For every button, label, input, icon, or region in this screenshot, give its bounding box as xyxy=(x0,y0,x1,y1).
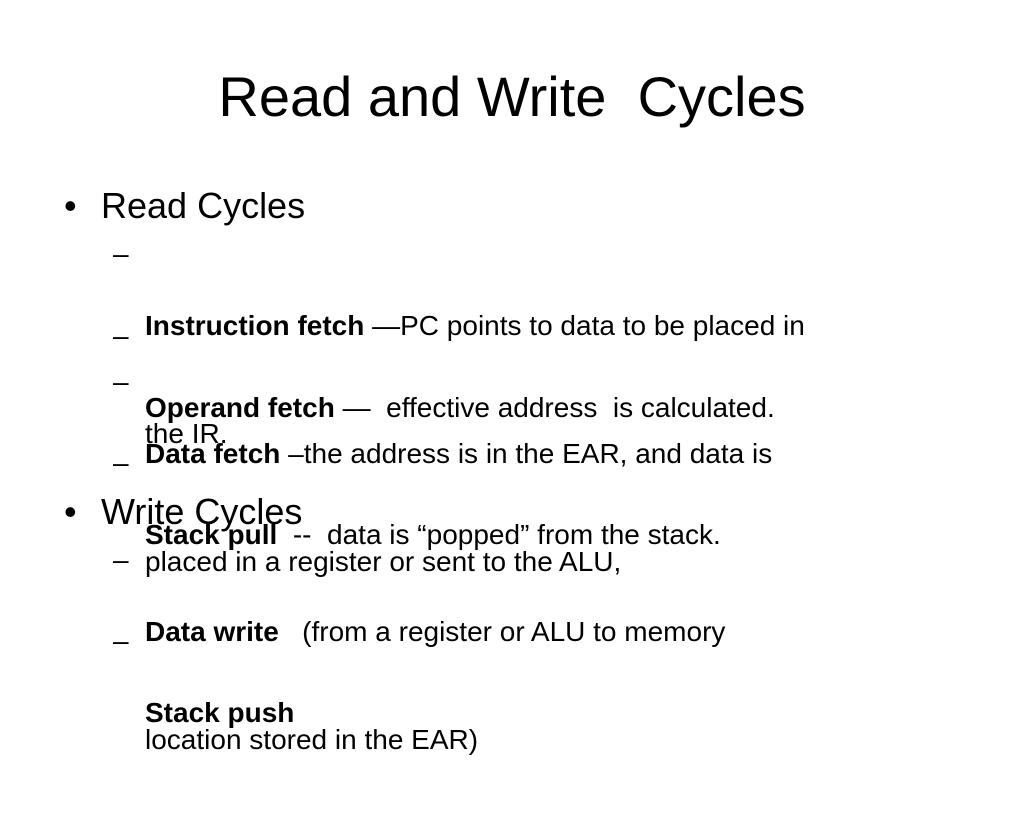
description-continued: location stored in the EAR) xyxy=(145,724,479,755)
bullet-icon: • xyxy=(64,185,77,226)
description: — effective address is calculated. xyxy=(334,392,775,423)
bullet-read-cycles: • Read Cycles xyxy=(64,185,305,346)
dash-icon: – xyxy=(113,366,129,397)
slide-title: Read and Write Cycles xyxy=(218,65,806,128)
description: -- data is “popped” from the stack. xyxy=(277,519,721,550)
dash-icon: – xyxy=(113,447,129,478)
description-continued: the IR. xyxy=(145,418,228,449)
description-continued: placed in a register or sent to the ALU, xyxy=(145,546,622,577)
bullet-icon: • xyxy=(64,491,77,532)
dash-icon: – xyxy=(113,544,129,575)
description: —PC points to data to be placed in xyxy=(364,310,805,341)
term: Operand fetch xyxy=(145,392,335,423)
section-heading: Read Cycles xyxy=(101,185,306,226)
bullet-write-cycles: • Write Cycles xyxy=(64,491,302,652)
term: Data fetch xyxy=(145,438,281,469)
dash-icon: – xyxy=(113,238,129,269)
slide: Read and Write Cycles • Read Cycles – In… xyxy=(64,65,806,755)
term: Data write xyxy=(145,616,279,647)
dash-icon: – xyxy=(113,320,129,351)
section-heading: Write Cycles xyxy=(101,491,303,532)
term: Stack push xyxy=(145,697,295,728)
dash-icon: – xyxy=(113,625,129,656)
description: (from a register or ALU to memory xyxy=(278,616,726,647)
term: Instruction fetch xyxy=(145,310,365,341)
term: Stack pull xyxy=(145,519,278,550)
description: –the address is in the EAR, and data is xyxy=(280,438,773,469)
